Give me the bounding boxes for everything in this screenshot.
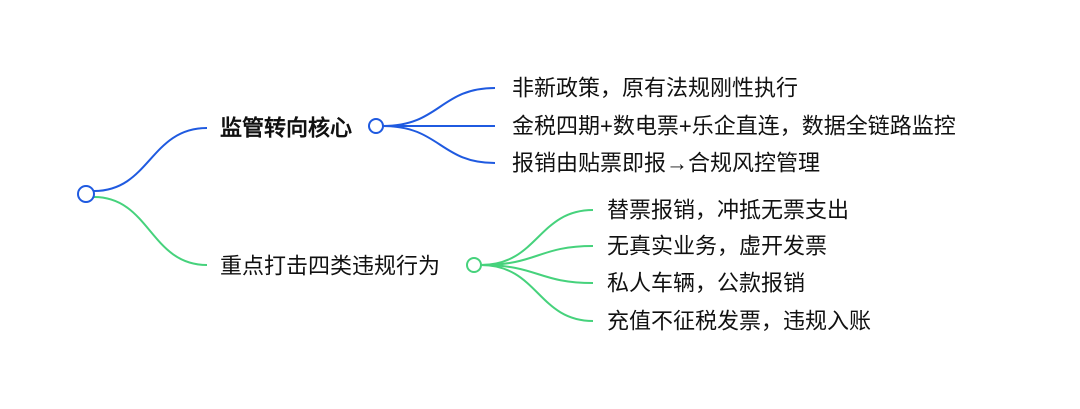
branch-1-child-3-label: 报销由贴票即报→合规风控管理 (512, 151, 820, 176)
branch-1-child-1-label: 非新政策，原有法规刚性执行 (512, 76, 798, 101)
branch-1-child-2-label: 金税四期+数电票+乐企直连，数据全链路监控 (512, 114, 956, 139)
branch-2-child-4-label: 充值不征税发票，违规入账 (607, 309, 871, 334)
root-to-branch-2-connector (93, 196, 208, 266)
branch-2-child-1-label: 替票报销，冲抵无票支出 (607, 198, 849, 223)
branch-2-node-toggle[interactable] (466, 257, 482, 273)
branch-1-child-1-connector (382, 87, 496, 127)
root-to-branch-1-connector (93, 127, 208, 192)
branch-2-label: 重点打击四类违规行为 (220, 254, 440, 279)
branch-1-node-toggle[interactable] (368, 118, 384, 134)
branch-1-child-3-connector (382, 125, 496, 164)
branch-2-child-2-label: 无真实业务，虚开发票 (607, 234, 827, 259)
branch-2-child-3-label: 私人车辆，公款报销 (607, 271, 805, 296)
branch-2-child-3-connector (480, 264, 594, 284)
branch-1-label: 监管转向核心 (220, 116, 352, 141)
branch-2-child-1-connector (480, 209, 594, 266)
root-node-toggle[interactable] (77, 185, 95, 203)
branch-2-child-2-connector (480, 245, 594, 266)
branch-2-child-4-connector (480, 264, 594, 322)
